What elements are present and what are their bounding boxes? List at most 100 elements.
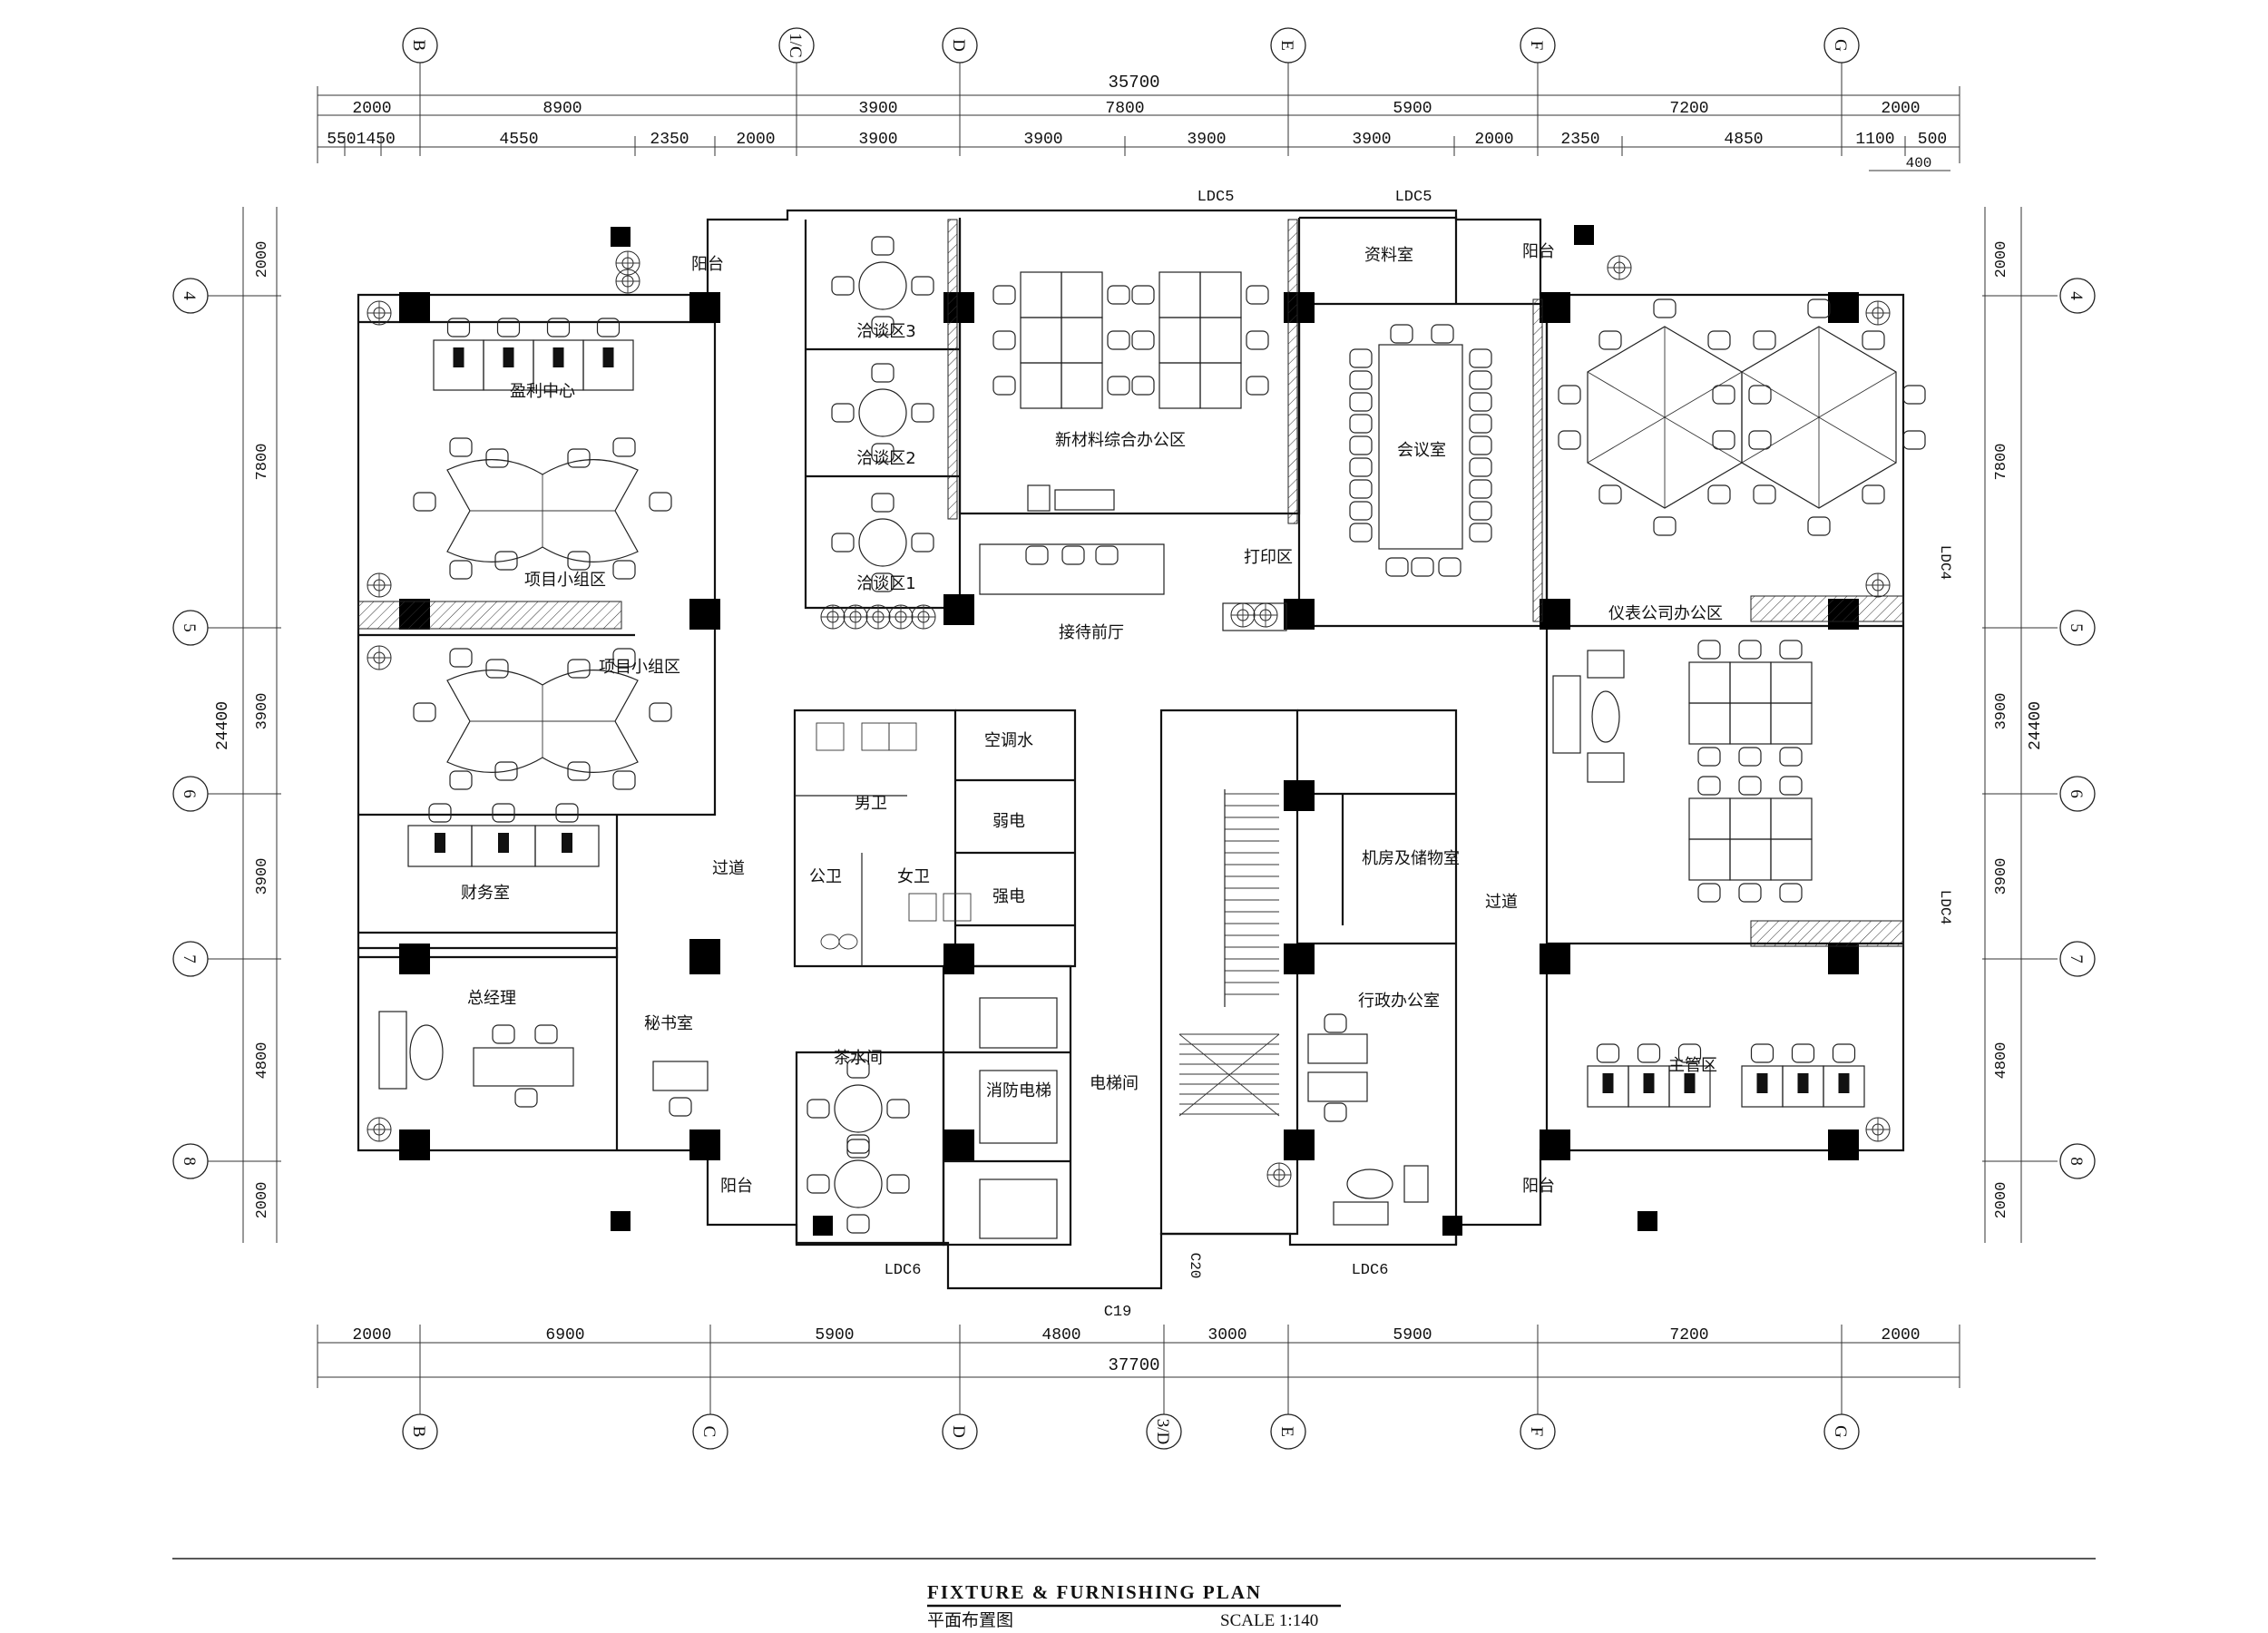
grid-bubble-left-1-label: 5 [180,623,199,632]
column-21 [399,1129,430,1160]
grid-bubble-bottom-0-label: B [409,1426,428,1438]
room-label-14: 新材料综合办公区 [1055,431,1186,450]
grid-bubble-top-5: G [1823,27,1860,64]
top-row2-dim-2: 2350 [650,131,689,149]
column-23 [1284,1129,1315,1160]
right-seg-dim-3: 3900 [1993,858,2010,895]
column-25 [1828,1129,1859,1160]
grid-bubble-top-4-label: F [1527,41,1546,51]
column-18 [1284,944,1315,974]
room-labels: 阳台阳台阳台阳台盈利中心项目小组区项目小组区财务室总经理秘书室过道洽谈区3洽谈区… [461,242,1723,1196]
column-0 [611,227,631,247]
grid-bubble-bottom-1: C [692,1413,728,1450]
column-3 [689,292,720,323]
column-29 [1442,1216,1462,1236]
grid-bubble-right-4: 8 [2059,1143,2096,1179]
grid-bubble-right-1-label: 5 [2067,623,2086,632]
window-tag-5: LDC6 [1352,1262,1389,1279]
room-label-26: 机房及储物室 [1362,849,1460,868]
column-28 [1637,1211,1657,1231]
grid-bubble-right-0-label: 4 [2067,291,2086,300]
column-24 [1540,1129,1570,1160]
room-label-10: 过道 [712,859,745,878]
right-seg-dim-2: 3900 [1993,693,2010,730]
room-label-12: 洽谈区2 [856,449,915,468]
room-label-5: 项目小组区 [524,571,606,590]
top-row2-dim-0: 5501450 [327,131,396,149]
grid-bubble-right-3-label: 7 [2067,954,2086,963]
bottom-row-dim-0: 2000 [352,1326,391,1345]
room-label-25: 强电 [992,887,1025,906]
left-seg-dim-1: 7800 [254,444,271,481]
room-label-30: 消防电梯 [986,1081,1051,1100]
grid-bubble-left-3-label: 7 [180,954,199,963]
bottom-row-dim-3: 4800 [1041,1326,1080,1345]
grid-bubble-bottom-3-label: 3/D [1153,1419,1172,1445]
column-14 [1284,599,1315,630]
column-10 [943,1129,974,1160]
room-label-17: 打印区 [1244,548,1293,567]
window-tag-7: C20 [1187,1253,1203,1279]
dimension-lines: 35700 400 37700 24400 24400 [214,73,2045,1388]
grid-bubble-left-2-label: 6 [180,789,199,798]
column-26 [689,944,720,974]
room-label-3: 阳台 [1522,1177,1555,1196]
column-6 [1828,292,1859,323]
room-label-15: 资料室 [1364,246,1413,265]
top-row2-dim-3: 2000 [736,131,775,149]
grid-bubble-right-0: 4 [2059,278,2096,314]
room-label-28: 行政办公室 [1358,992,1440,1011]
room-label-0: 阳台 [691,255,724,274]
room-label-19: 仪表公司办公区 [1608,604,1723,623]
left-seg-dim-0: 2000 [254,241,271,279]
top-row1-dim-1: 8900 [543,100,582,118]
column-27 [611,1211,631,1231]
grid-bubble-bottom-3: 3/D [1146,1413,1182,1450]
grid-bubble-bottom-2-label: D [949,1425,968,1438]
window-tag-6: C19 [1104,1304,1132,1321]
grid-bubble-top-2-label: D [949,39,968,52]
room-label-24: 女卫 [897,867,930,886]
hatched-partitions [357,219,1904,947]
room-label-29: 茶水间 [834,1049,883,1068]
top-total-dim: 35700 [1108,73,1159,93]
column-20 [1828,944,1859,974]
bottom-row-dim-4: 3000 [1207,1326,1246,1345]
window-tag-4: LDC6 [885,1262,922,1279]
top-row1-dim-3: 7800 [1105,100,1144,118]
top-row2-dim-12: 500 [1918,131,1947,149]
grid-bubble-bottom-2: D [942,1413,978,1450]
room-label-11: 洽谈区3 [856,322,915,341]
plan-scale: SCALE 1:140 [1220,1611,1318,1630]
column-5 [1540,292,1570,323]
top-row1-dim-0: 2000 [352,100,391,118]
grid-bubble-bottom-4: E [1270,1413,1306,1450]
room-label-31: 电梯间 [1090,1074,1139,1093]
furniture-layer [367,236,1926,1234]
column-8 [943,594,974,625]
column-22 [689,1129,720,1160]
left-seg-dim-2: 3900 [254,693,271,730]
left-total-dim: 24400 [214,701,232,750]
room-label-9: 秘书室 [644,1014,693,1033]
grid-bubble-right-1: 5 [2059,610,2096,646]
grid-bubble-bottom-0: B [402,1413,438,1450]
grid-bubble-right-3: 7 [2059,941,2096,977]
room-label-7: 财务室 [461,884,510,903]
right-total-dim: 24400 [2027,701,2045,750]
right-seg-dim-0: 2000 [1993,241,2010,279]
window-tag-3: LDC4 [1937,890,1953,924]
plan-subtitle: 平面布置图 [927,1610,1013,1630]
room-label-6: 项目小组区 [599,658,680,677]
grid-bubble-left-4-label: 8 [180,1157,199,1166]
grid-bubble-top-1-label: 1/C [786,33,805,57]
room-label-16: 会议室 [1397,441,1446,460]
top-row1-dim-4: 5900 [1393,100,1432,118]
grid-bubble-left-1: 5 [172,610,209,646]
left-seg-dim-3: 3900 [254,858,271,895]
room-label-32: 主管区 [1668,1056,1717,1075]
column-31 [1284,780,1315,811]
column-9 [943,944,974,974]
column-16 [399,944,430,974]
